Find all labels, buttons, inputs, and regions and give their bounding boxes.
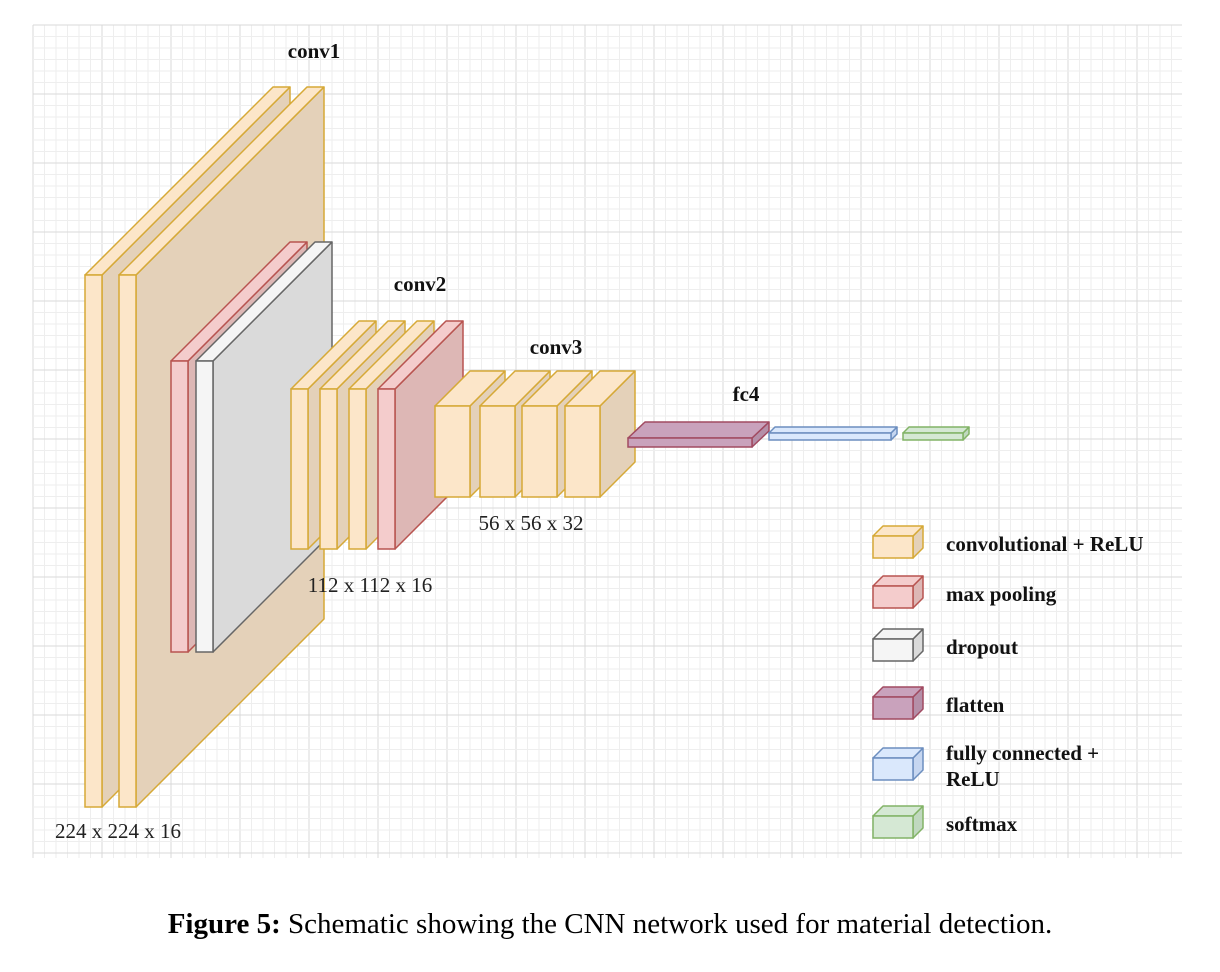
network-blocks [84, 86, 970, 808]
legend-label-line: softmax [946, 812, 1018, 836]
softmax-layer [902, 426, 970, 441]
legend-label-line: ReLU [946, 767, 1000, 791]
dims-label-conv2: 112 x 112 x 16 [308, 573, 432, 597]
legend-label-flatten: flatten [946, 693, 1005, 717]
flatten-layer [627, 421, 770, 448]
legend-label-dropout: dropout [946, 635, 1018, 659]
legend-item-softmax: softmax [872, 805, 1018, 839]
legend-label-conv: convolutional + ReLU [946, 532, 1143, 556]
legend-item-pool: max pooling [872, 575, 1057, 609]
legend-label-pool: max pooling [946, 582, 1057, 606]
legend-swatch-softmax [872, 805, 924, 839]
layer-label-fc4: fc4 [733, 382, 760, 406]
fc-layer [768, 426, 898, 441]
legend-item-fc: fully connected +ReLU [872, 741, 1099, 791]
legend-label-line: fully connected + [946, 741, 1099, 765]
dims-label-conv1: 224 x 224 x 16 [55, 819, 181, 843]
layer-label-conv2: conv2 [394, 272, 447, 296]
legend-label-line: convolutional + ReLU [946, 532, 1143, 556]
caption-label: Figure 5: [167, 908, 281, 940]
legend-label-softmax: softmax [946, 812, 1018, 836]
legend-swatch-pool [872, 575, 924, 609]
conv3-layer-4 [564, 370, 636, 498]
caption-text: Schematic showing the CNN network used f… [280, 908, 1053, 940]
cnn-diagram: conv1 conv2 conv3 fc4 224 x 224 x 16 112… [32, 24, 1182, 858]
legend: convolutional + ReLU max pooling dropout fl… [872, 525, 1143, 839]
legend-swatch-flatten [872, 686, 924, 720]
legend-item-conv: convolutional + ReLU [872, 525, 1143, 559]
legend-swatch-conv [872, 525, 924, 559]
legend-item-dropout: dropout [872, 628, 1018, 662]
layer-label-conv3: conv3 [530, 335, 583, 359]
dims-label-conv3: 56 x 56 x 32 [479, 511, 584, 535]
legend-item-flatten: flatten [872, 686, 1005, 720]
legend-label-fc: fully connected +ReLU [946, 741, 1099, 791]
figure-caption: Figure 5: Schematic showing the CNN netw… [0, 908, 1220, 941]
legend-label-line: dropout [946, 635, 1018, 659]
legend-label-line: flatten [946, 693, 1005, 717]
layer-label-conv1: conv1 [288, 39, 341, 63]
legend-swatch-dropout [872, 628, 924, 662]
legend-label-line: max pooling [946, 582, 1057, 606]
legend-swatch-fc [872, 747, 924, 781]
